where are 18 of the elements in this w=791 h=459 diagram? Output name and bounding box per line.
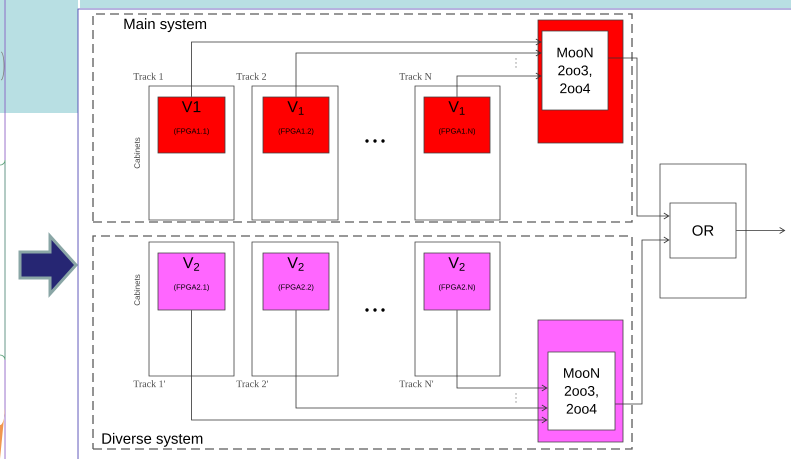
arrow (608, 58, 670, 220)
arrow (296, 50, 542, 97)
arrow (191, 38, 542, 97)
or-box: OR (670, 202, 736, 258)
arrow (736, 227, 786, 234)
node-label: Track N (399, 72, 432, 80)
node-label: Track 1 (133, 72, 163, 80)
arrow (191, 310, 548, 424)
node-label: Track 2' (236, 380, 268, 388)
arrow (296, 310, 548, 412)
node-label: Track N' (399, 380, 434, 388)
node-label: Track 2 (236, 72, 266, 80)
moon-voter-box: MooN 2oo3, 2oo4 (542, 30, 608, 110)
moon-voter-box: MooN 2oo3, 2oo4 (548, 352, 616, 430)
arrow (456, 72, 542, 97)
node-label: Track 1' (133, 380, 165, 388)
arrow (615, 236, 670, 404)
arrow (456, 310, 548, 392)
